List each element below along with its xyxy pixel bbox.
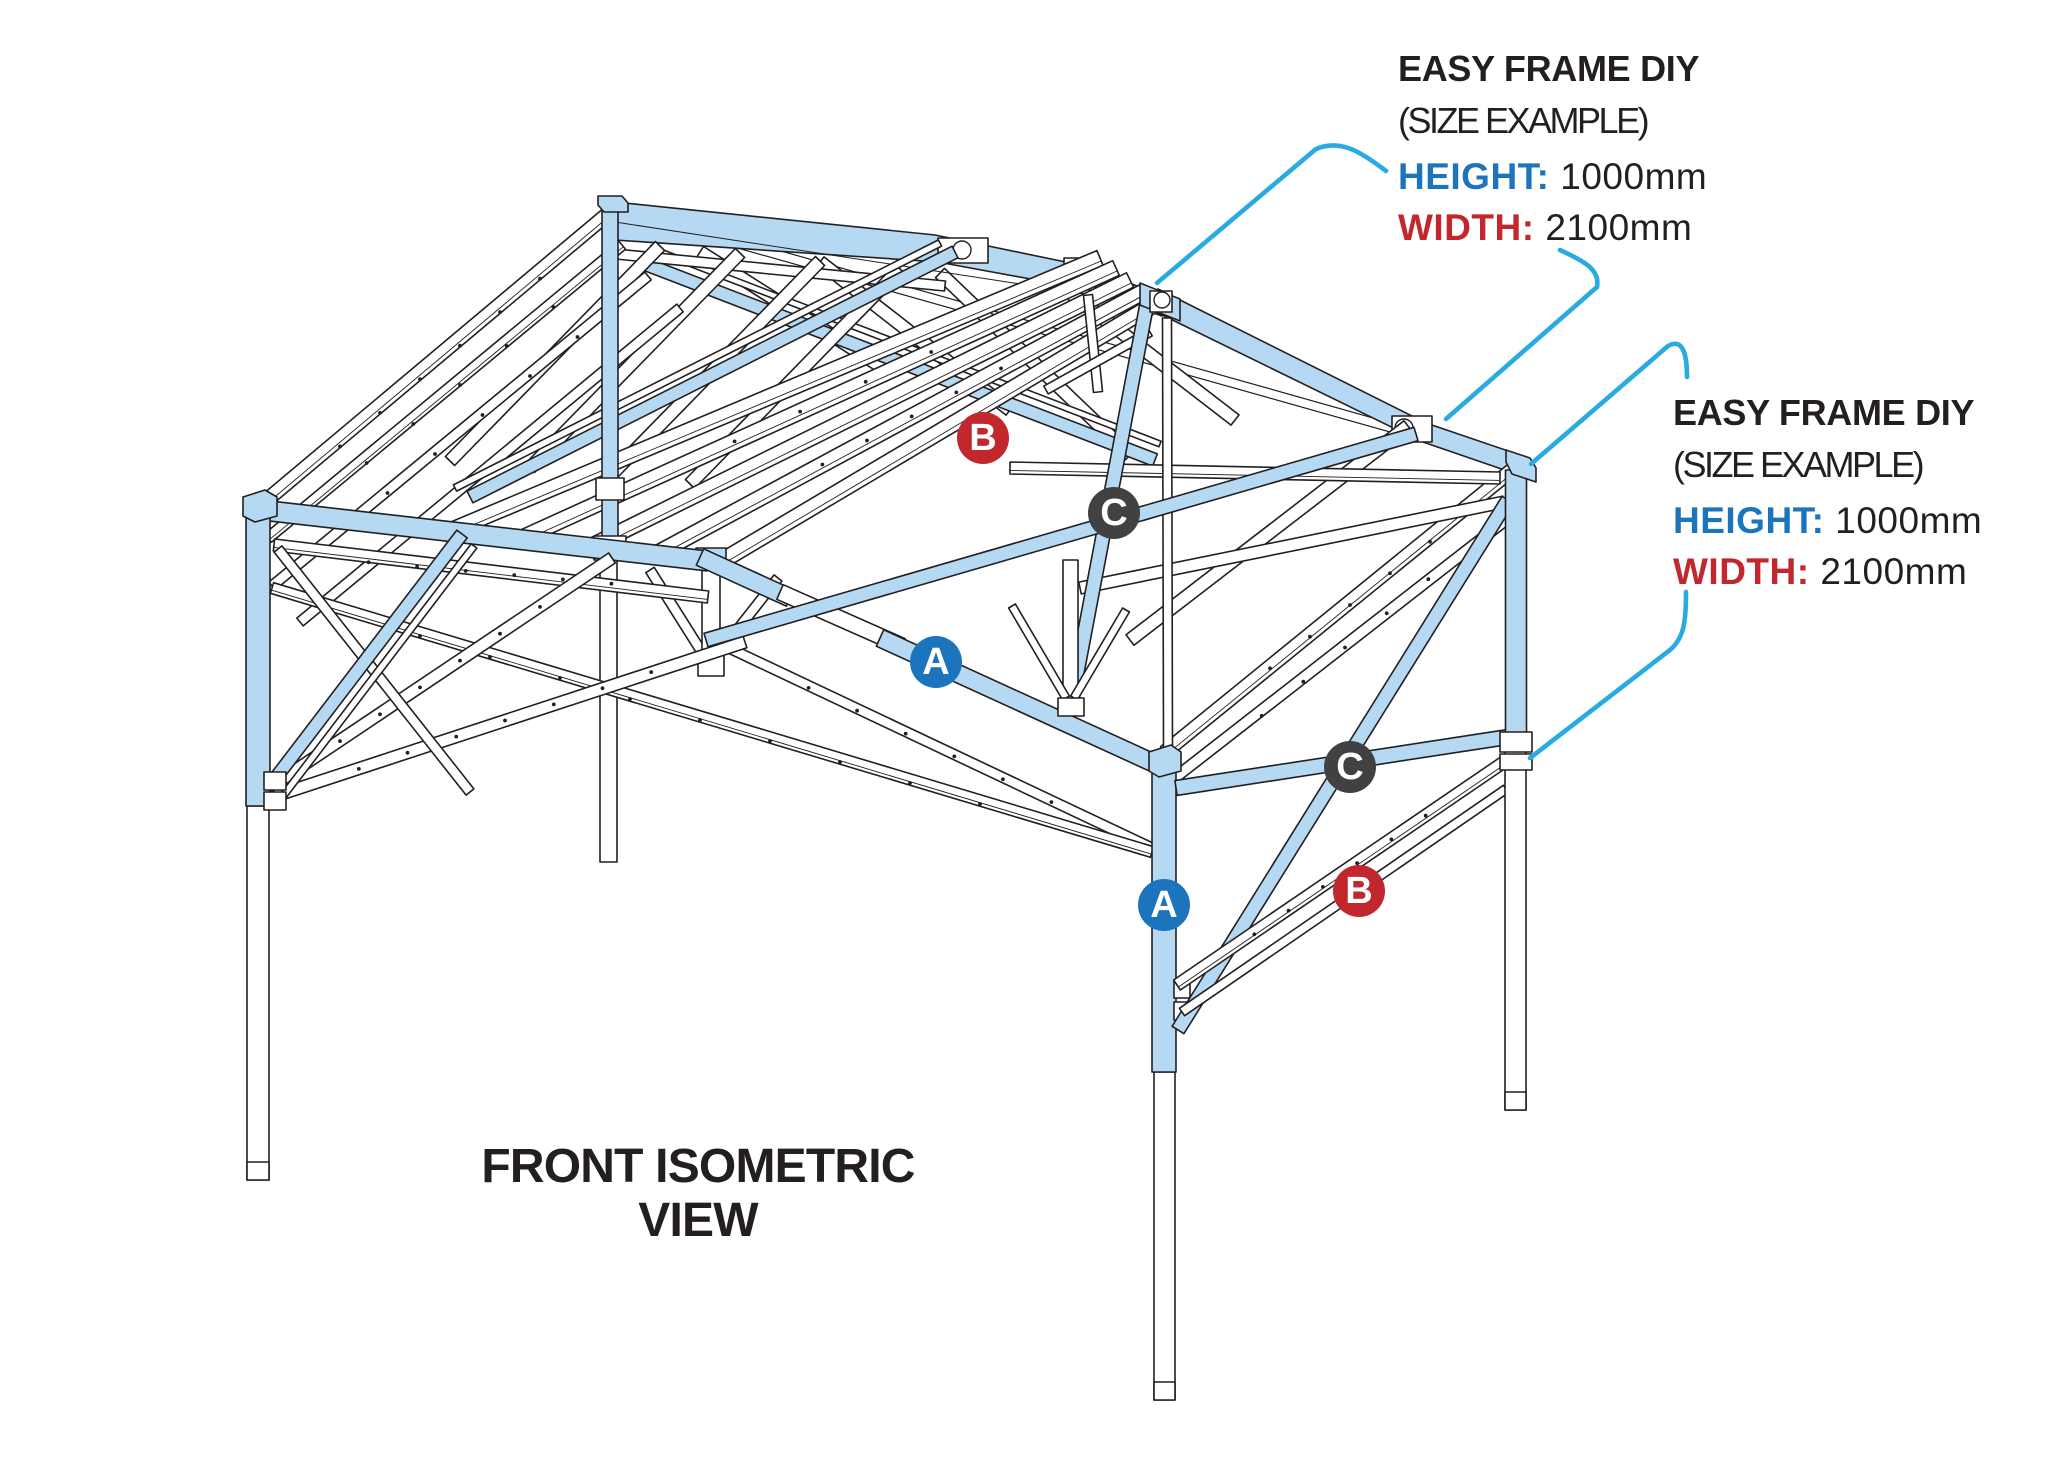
svg-text:WIDTH: 2100mm: WIDTH: 2100mm — [1398, 207, 1692, 248]
svg-text:(SIZE EXAMPLE): (SIZE EXAMPLE) — [1673, 444, 1923, 485]
svg-text:FRONT ISOMETRIC: FRONT ISOMETRIC — [481, 1140, 914, 1193]
svg-text:C: C — [1336, 746, 1363, 788]
svg-text:EASY FRAME DIY: EASY FRAME DIY — [1673, 392, 1974, 433]
svg-text:HEIGHT: 1000mm: HEIGHT: 1000mm — [1398, 156, 1707, 197]
svg-text:A: A — [1150, 884, 1177, 926]
svg-text:WIDTH: 2100mm: WIDTH: 2100mm — [1673, 551, 1967, 592]
svg-text:HEIGHT: 1000mm: HEIGHT: 1000mm — [1673, 500, 1982, 541]
svg-text:(SIZE EXAMPLE): (SIZE EXAMPLE) — [1398, 100, 1648, 141]
svg-text:B: B — [1345, 870, 1372, 912]
svg-text:EASY FRAME DIY: EASY FRAME DIY — [1398, 48, 1699, 89]
svg-text:VIEW: VIEW — [638, 1194, 759, 1247]
svg-text:A: A — [922, 641, 949, 683]
svg-text:C: C — [1100, 492, 1127, 534]
svg-text:B: B — [969, 417, 996, 459]
